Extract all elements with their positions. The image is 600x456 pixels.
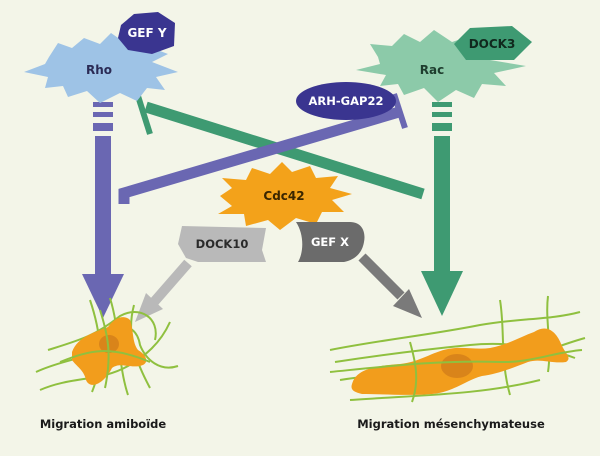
arh-gap22-node: ARH-GAP22 bbox=[296, 82, 396, 120]
amoeboid-migration-label: Migration amiboïde bbox=[40, 417, 167, 431]
amoeboid-cell bbox=[35, 297, 179, 396]
rho-label: Rho bbox=[86, 63, 112, 77]
gef-x-label: GEF X bbox=[311, 235, 349, 249]
mesenchymal-cell bbox=[329, 295, 586, 403]
cdc42-node: Cdc42 bbox=[218, 162, 352, 230]
gef-y-node: GEF Y bbox=[118, 12, 175, 54]
rac-starburst bbox=[356, 30, 526, 102]
arh-gap22-label: ARH-GAP22 bbox=[309, 94, 384, 108]
rac-to-mesenchymal-arrow bbox=[421, 102, 463, 316]
dock10-node: DOCK10 bbox=[178, 226, 266, 262]
dock3-node: DOCK3 bbox=[454, 26, 532, 60]
gef-y-label: GEF Y bbox=[127, 26, 166, 40]
gefx-to-mesenchymal-arrow bbox=[358, 253, 422, 318]
rho-to-amoeboid-arrow bbox=[82, 102, 124, 318]
rac-node: Rac bbox=[356, 30, 526, 102]
cdc42-starburst bbox=[218, 162, 352, 230]
dock3-label: DOCK3 bbox=[469, 37, 516, 51]
rac-label: Rac bbox=[420, 63, 444, 77]
gef-x-node: GEF X bbox=[296, 222, 365, 262]
mesenchymal-migration-label: Migration mésenchymateuse bbox=[357, 417, 545, 431]
cdc42-label: Cdc42 bbox=[263, 189, 304, 203]
dock10-label: DOCK10 bbox=[196, 237, 249, 251]
dock10-to-amoeboid-arrow bbox=[135, 259, 192, 322]
